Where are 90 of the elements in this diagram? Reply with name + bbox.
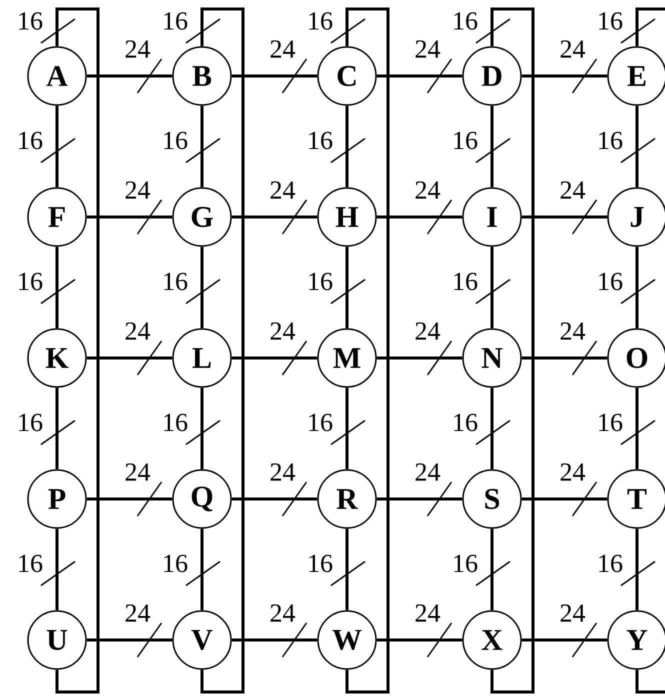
edge-label: 16 bbox=[309, 554, 332, 572]
edge-label: 16 bbox=[19, 272, 42, 290]
bus-line bbox=[376, 58, 462, 94]
bus-line bbox=[522, 340, 608, 376]
bus-line bbox=[522, 482, 608, 516]
bus-line bbox=[86, 340, 172, 376]
bus-line bbox=[186, 106, 220, 188]
bus-line bbox=[232, 482, 318, 516]
edge-label: 16 bbox=[599, 12, 622, 30]
edge-label: 16 bbox=[19, 554, 42, 572]
bus-line bbox=[232, 200, 318, 234]
edge-label: 24 bbox=[416, 181, 440, 199]
bus-line bbox=[186, 246, 220, 328]
bus-line bbox=[232, 622, 318, 658]
edge-label: 24 bbox=[560, 322, 586, 340]
bus-line bbox=[330, 246, 366, 328]
bus-line bbox=[86, 58, 172, 94]
bus-line bbox=[476, 528, 510, 610]
edge-label: 16 bbox=[454, 554, 478, 572]
edge-label: 24 bbox=[126, 604, 150, 622]
edge-label: 24 bbox=[560, 181, 586, 199]
edge-label: 16 bbox=[454, 12, 478, 30]
bus-line bbox=[232, 58, 318, 94]
bus-line bbox=[186, 388, 220, 470]
edge-label: 16 bbox=[454, 132, 478, 150]
edge-label: 24 bbox=[126, 322, 150, 340]
bus-line bbox=[40, 528, 76, 610]
edge-label: 24 bbox=[270, 181, 296, 199]
edge-label: 16 bbox=[309, 12, 332, 30]
edge-label: 24 bbox=[270, 40, 296, 58]
bus-line bbox=[330, 8, 390, 694]
bus-line bbox=[86, 622, 172, 658]
edge-label: 16 bbox=[164, 554, 188, 572]
bus-line bbox=[376, 340, 462, 376]
bus-line bbox=[522, 58, 608, 94]
edge-label: 24 bbox=[416, 40, 440, 58]
edge-label: 16 bbox=[164, 132, 188, 150]
edge-label: 16 bbox=[19, 414, 42, 432]
bus-line bbox=[376, 200, 462, 234]
bus-line bbox=[40, 8, 100, 694]
edge-label: 16 bbox=[309, 272, 332, 290]
edge-label: 16 bbox=[309, 414, 332, 432]
edge-label: 16 bbox=[599, 554, 622, 572]
edge-label: 24 bbox=[560, 604, 586, 622]
bus-line bbox=[186, 8, 244, 694]
edge-label: 24 bbox=[560, 463, 586, 481]
bus-line bbox=[620, 388, 656, 470]
edge-label: 16 bbox=[164, 414, 188, 432]
edge-label: 24 bbox=[560, 40, 586, 58]
edge-label: 24 bbox=[416, 463, 440, 481]
bus-line bbox=[330, 528, 366, 610]
edge-label: 16 bbox=[19, 132, 42, 150]
bus-line bbox=[522, 200, 608, 234]
bus-line bbox=[40, 388, 76, 470]
bus-line bbox=[620, 246, 656, 328]
bus-line bbox=[40, 246, 76, 328]
edge-label: 24 bbox=[270, 463, 296, 481]
edge-label: 24 bbox=[270, 322, 296, 340]
edge-label: 24 bbox=[270, 604, 296, 622]
edge-label: 16 bbox=[599, 132, 622, 150]
edge-label: 24 bbox=[126, 40, 150, 58]
bus-line bbox=[476, 8, 534, 694]
edge-label: 16 bbox=[599, 272, 622, 290]
bus-line bbox=[186, 528, 220, 610]
bus-line bbox=[40, 106, 76, 188]
edge-label: 16 bbox=[19, 12, 42, 30]
edge-label: 16 bbox=[164, 12, 188, 30]
bus-line bbox=[376, 622, 462, 658]
bus-line bbox=[476, 246, 510, 328]
bus-line bbox=[620, 106, 656, 188]
edge-label: 16 bbox=[164, 272, 188, 290]
bus-line bbox=[522, 622, 608, 658]
edge-label: 16 bbox=[454, 272, 478, 290]
edge-label: 24 bbox=[416, 322, 440, 340]
edge-label: 24 bbox=[126, 463, 150, 481]
edge-label: 16 bbox=[309, 132, 332, 150]
edge-label: 24 bbox=[416, 604, 440, 622]
edge-label: 16 bbox=[454, 414, 478, 432]
edge-label: 24 bbox=[126, 181, 150, 199]
bus-line bbox=[620, 528, 656, 610]
bus-line bbox=[86, 200, 172, 234]
bus-line bbox=[376, 482, 462, 516]
bus-line bbox=[620, 8, 665, 694]
bus-line bbox=[476, 388, 510, 470]
bus-line bbox=[330, 388, 366, 470]
edge-label: 16 bbox=[599, 414, 622, 432]
bus-line bbox=[86, 482, 172, 516]
bus-line bbox=[232, 340, 318, 376]
bus-line bbox=[330, 106, 366, 188]
bus-line bbox=[476, 106, 510, 188]
